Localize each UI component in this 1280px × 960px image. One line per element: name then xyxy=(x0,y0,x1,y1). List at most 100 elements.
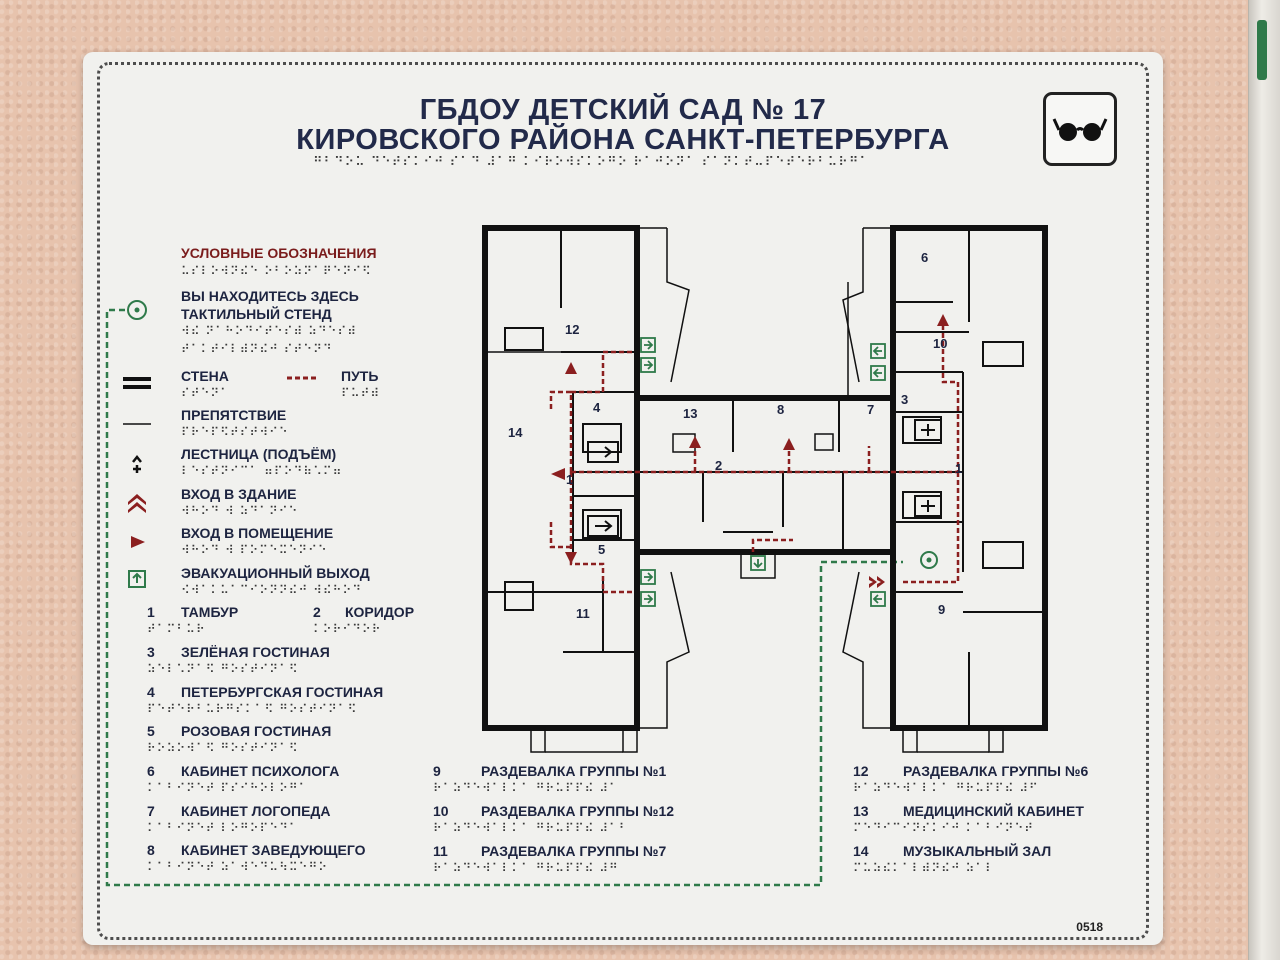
plaque-code: 0518 xyxy=(1076,920,1103,934)
room-label-2: 2 xyxy=(715,458,722,473)
window-latch xyxy=(1257,20,1267,80)
central-block-walls xyxy=(637,282,893,579)
evacuation-exit-icon xyxy=(128,570,146,588)
legend-wall: СТЕНА xyxy=(181,368,229,384)
room-braille: ⠗⠁⠵⠙⠑⠺⠁⠇⠅⠁ ⠛⠗⠥⠏⠏⠮ ⠼⠛ xyxy=(433,861,619,875)
room-number: 5 xyxy=(147,723,155,739)
legend-building-entrance: ВХОД В ЗДАНИЕ xyxy=(181,486,297,502)
wall-symbol xyxy=(123,377,151,389)
room-name: КАБИНЕТ ПСИХОЛОГА xyxy=(181,763,340,779)
title-braille: ⠛⠃⠙⠕⠥ ⠙⠑⠞⠎⠅⠊⠚ ⠎⠁⠙ ⠼⠁⠛ ⠅⠊⠗⠕⠺⠎⠅⠕⠛⠕ ⠗⠁⠚⠕⠝⠁ … xyxy=(313,155,870,170)
title-line-1: ГБДОУ ДЕТСКИЙ САД № 17 xyxy=(419,94,827,126)
legend-stairs: ЛЕСТНИЦА (ПОДЪЁМ) xyxy=(181,446,337,462)
room-label-5: 5 xyxy=(598,542,605,557)
room-label-14: 14 xyxy=(508,425,523,440)
legend-wall-braille: ⠎⠞⠑⠝⠁ xyxy=(181,386,230,400)
room-braille: ⠅⠁⠃⠊⠝⠑⠞ ⠵⠁⠺⠑⠙⠥⠳⠭⠑⠛⠕ xyxy=(147,860,329,874)
room-number: 3 xyxy=(147,644,155,660)
legend-path: ПУТЬ xyxy=(341,368,379,384)
room-braille: ⠗⠁⠵⠙⠑⠺⠁⠇⠅⠁ ⠛⠗⠥⠏⠏⠮ ⠼⠁ xyxy=(433,781,619,795)
you-are-here-icon xyxy=(920,551,938,569)
room-braille: ⠍⠑⠙⠊⠉⠊⠝⠎⠅⠊⠚ ⠅⠁⠃⠊⠝⠑⠞ xyxy=(853,821,1035,835)
room-name: РАЗДЕВАЛКА ГРУППЫ №6 xyxy=(903,763,1089,779)
room-braille: ⠗⠁⠵⠙⠑⠺⠁⠇⠅⠁ ⠛⠗⠥⠏⠏⠮ ⠼⠋ xyxy=(853,781,1039,795)
room-label-12: 12 xyxy=(565,322,579,337)
room-label-1a: 1 xyxy=(566,472,573,487)
legend-building-entrance-braille: ⠺⠓⠕⠙ ⠺ ⠵⠙⠁⠝⠊⠑ xyxy=(181,504,299,518)
path-route xyxy=(549,322,960,594)
legend-you-braille-1: ⠺⠮ ⠝⠁⠓⠕⠙⠊⠞⠑⠎⠾ ⠵⠙⠑⠎⠾ xyxy=(181,324,358,338)
window-frame xyxy=(1248,0,1280,960)
legend-tactile-stand: ТАКТИЛЬНЫЙ СТЕНД xyxy=(181,306,332,322)
room-number: 7 xyxy=(147,803,155,819)
room-number: 1 xyxy=(147,604,155,620)
legend-path-braille: ⠏⠥⠞⠾ xyxy=(341,386,381,400)
room-name: РАЗДЕВАЛКА ГРУППЫ №7 xyxy=(481,843,667,859)
room-braille: ⠅⠕⠗⠊⠙⠕⠗ xyxy=(313,622,382,636)
room-number: 14 xyxy=(853,843,869,859)
legend-room-entrance-braille: ⠺⠓⠕⠙ ⠺ ⠏⠕⠍⠑⠭⠑⠝⠊⠑ xyxy=(181,543,328,557)
room-number: 9 xyxy=(433,763,441,779)
legend-room-entrance: ВХОД В ПОМЕЩЕНИЕ xyxy=(181,525,334,541)
legend-stairs-braille: ⠇⠑⠎⠞⠝⠊⠉⠁ ⠶⠏⠕⠙⠷⠡⠍⠶ xyxy=(181,464,343,478)
room-numbers: 12 4 14 1 5 11 13 8 7 2 6 10 3 1 9 xyxy=(508,250,962,621)
right-wing-walls xyxy=(842,225,1048,753)
room-entrance-icon xyxy=(551,314,949,564)
room-number: 12 xyxy=(853,763,869,779)
stairs-icon xyxy=(132,454,142,473)
room-label-10: 10 xyxy=(933,336,947,351)
room-label-1b: 1 xyxy=(955,461,962,476)
room-label-4: 4 xyxy=(593,400,601,415)
room-name: ЗЕЛЁНАЯ ГОСТИНАЯ xyxy=(181,644,330,660)
room-label-6: 6 xyxy=(921,250,928,265)
legend-evacuation-braille: ⠪⠺⠁⠅⠥⠁⠉⠊⠕⠝⠝⠮⠚ ⠺⠮⠓⠕⠙ xyxy=(181,583,363,597)
room-braille: ⠅⠁⠃⠊⠝⠑⠞ ⠏⠎⠊⠓⠕⠇⠕⠛⠁ xyxy=(147,781,309,795)
room-name: РАЗДЕВАЛКА ГРУППЫ №1 xyxy=(481,763,667,779)
path-symbol xyxy=(287,376,317,380)
legend-title: УСЛОВНЫЕ ОБОЗНАЧЕНИЯ xyxy=(181,245,377,261)
room-name: ТАМБУР xyxy=(181,604,239,620)
room-label-8: 8 xyxy=(777,402,784,417)
room-number: 10 xyxy=(433,803,449,819)
building-entrance-icon xyxy=(128,494,146,513)
room-braille: ⠏⠑⠞⠑⠗⠃⠥⠗⠛⠎⠅⠁⠫ ⠛⠕⠎⠞⠊⠝⠁⠫ xyxy=(147,702,358,716)
room-label-7: 7 xyxy=(867,402,874,417)
legend-evacuation: ЭВАКУАЦИОННЫЙ ВЫХОД xyxy=(181,565,370,581)
title-line-2: КИРОВСКОГО РАЙОНА САНКТ-ПЕТЕРБУРГА xyxy=(296,124,950,156)
room-label-9: 9 xyxy=(938,602,945,617)
room-number: 4 xyxy=(147,684,155,700)
glasses-icon xyxy=(1043,92,1117,166)
building-entrance-icon xyxy=(869,576,885,588)
room-number: 2 xyxy=(313,604,321,620)
room-name: ПЕТЕРБУРГСКАЯ ГОСТИНАЯ xyxy=(181,684,384,700)
dotted-border xyxy=(97,62,1149,940)
room-label-11: 11 xyxy=(576,606,590,621)
legend-you-are-here: ВЫ НАХОДИТЕСЬ ЗДЕСЬ xyxy=(181,288,359,304)
legend-obstacle-braille: ⠏⠗⠑⠏⠫⠞⠎⠞⠺⠊⠑ xyxy=(181,425,289,439)
room-braille: ⠅⠁⠃⠊⠝⠑⠞ ⠇⠕⠛⠕⠏⠑⠙⠁ xyxy=(147,821,299,835)
room-name: РАЗДЕВАЛКА ГРУППЫ №12 xyxy=(481,803,675,819)
room-name: МЕДИЦИНСКИЙ КАБИНЕТ xyxy=(903,803,1084,819)
room-number: 11 xyxy=(433,843,448,859)
evacuation-route xyxy=(105,308,903,887)
room-label-3: 3 xyxy=(901,392,908,407)
room-braille: ⠗⠁⠵⠙⠑⠺⠁⠇⠅⠁ ⠛⠗⠥⠏⠏⠮ ⠼⠁⠃ xyxy=(433,821,629,835)
room-braille: ⠞⠁⠍⠃⠥⠗ xyxy=(147,622,206,636)
room-braille: ⠵⠑⠇⠡⠝⠁⠫ ⠛⠕⠎⠞⠊⠝⠁⠫ xyxy=(147,662,299,676)
room-braille: ⠗⠕⠵⠕⠺⠁⠫ ⠛⠕⠎⠞⠊⠝⠁⠫ xyxy=(147,741,299,755)
tactile-plaque: ГБДОУ ДЕТСКИЙ САД № 17 КИРОВСКОГО РАЙОНА… xyxy=(83,52,1163,945)
obstacle-symbol xyxy=(123,423,151,425)
legend-you-braille-2: ⠞⠁⠅⠞⠊⠇⠾⠝⠮⠚ ⠎⠞⠑⠝⠙ xyxy=(181,342,333,356)
room-label-13: 13 xyxy=(683,406,697,421)
room-name: МУЗЫКАЛЬНЫЙ ЗАЛ xyxy=(903,843,1052,859)
room-name: КОРИДОР xyxy=(345,604,415,620)
room-name: КАБИНЕТ ЗАВЕДУЮЩЕГО xyxy=(181,842,366,858)
left-wing-walls xyxy=(482,225,690,753)
room-entrance-icon xyxy=(131,536,145,548)
room-number: 8 xyxy=(147,842,155,858)
room-number: 13 xyxy=(853,803,869,819)
legend-title-braille: ⠥⠎⠇⠕⠺⠝⠮⠑ ⠕⠃⠕⠵⠝⠁⠟⠑⠝⠊⠫ xyxy=(181,264,372,278)
room-number: 6 xyxy=(147,763,155,779)
you-are-here-icon xyxy=(127,300,147,320)
room-name: КАБИНЕТ ЛОГОПЕДА xyxy=(181,803,331,819)
